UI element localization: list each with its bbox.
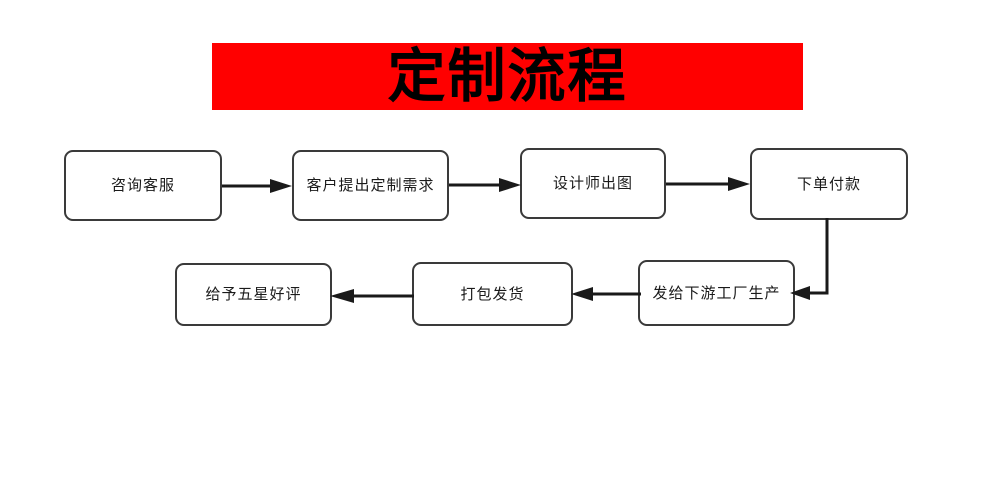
connector-step5-to-step6 [571,284,641,304]
connector-step3-to-step4 [666,174,752,194]
flow-node-label: 打包发货 [460,284,525,303]
flow-node-send-to-factory[interactable]: 发给下游工厂生产 [638,260,795,326]
connector-step1-to-step2 [222,176,294,196]
flow-node-label: 设计师出图 [552,174,633,192]
connector-step6-to-step7 [330,286,414,306]
flow-node-label: 下单付款 [796,174,861,193]
flow-node-label: 给予五星好评 [205,285,302,303]
connector-step2-to-step3 [449,175,523,195]
flow-node-customer-request[interactable]: 客户提出定制需求 [292,150,449,221]
flow-node-label: 发给下游工厂生产 [652,283,781,302]
connector-step4-to-step5 [790,218,840,304]
title-banner: 定制流程 [212,43,803,110]
page-title: 定制流程 [387,41,628,110]
flow-node-pack-and-ship[interactable]: 打包发货 [412,262,573,326]
flow-node-designer-drawing[interactable]: 设计师出图 [520,148,666,219]
flow-node-consult-service[interactable]: 咨询客服 [64,150,222,221]
flow-node-five-star-review[interactable]: 给予五星好评 [175,263,332,326]
flow-node-label: 客户提出定制需求 [306,176,435,194]
flow-node-label: 咨询客服 [110,176,175,194]
flow-node-place-order-payment[interactable]: 下单付款 [750,148,908,220]
